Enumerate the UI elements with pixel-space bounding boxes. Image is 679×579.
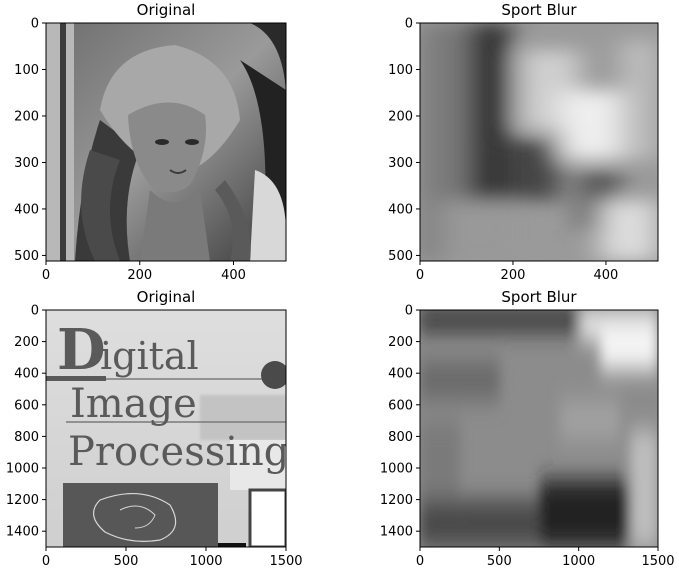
y-tick-label: 200 — [388, 335, 413, 350]
y-tick-label: 600 — [388, 398, 413, 413]
y-tick-label: 100 — [388, 63, 413, 78]
y-tick-label: 300 — [388, 156, 413, 171]
y-tick-label: 600 — [14, 398, 39, 413]
y-tick-label: 400 — [388, 202, 413, 217]
x-tick-label: 1000 — [189, 554, 222, 569]
y-tick-label: 400 — [14, 202, 39, 217]
y-tick-label: 300 — [14, 156, 39, 171]
y-tick-label: 800 — [14, 430, 39, 445]
x-tick-label: 0 — [42, 554, 50, 569]
y-tick-label: 400 — [388, 367, 413, 382]
panel-blur-portrait — [419, 22, 659, 262]
image-portrait — [46, 23, 286, 261]
x-tick-label: 500 — [114, 554, 139, 569]
x-tick-label: 1500 — [641, 554, 674, 569]
x-tick-label: 200 — [501, 268, 526, 283]
y-tick-label: 1000 — [380, 462, 413, 477]
x-tick-label: 200 — [127, 268, 152, 283]
y-tick-label: 400 — [14, 367, 39, 382]
axes-1: Sport Blur 0 200 400 0 100 200 300 400 500 — [388, 1, 618, 283]
y-tick-label: 100 — [14, 63, 39, 78]
y-tick-label: 800 — [388, 430, 413, 445]
axes-0: Original 0 200 400 0 100 200 300 400 500 — [14, 1, 246, 283]
cover-text-d: D — [57, 317, 106, 383]
y-tick-label: 0 — [31, 304, 39, 319]
cover-text-igital: igital — [100, 334, 199, 378]
panel-title: Sport Blur — [501, 288, 577, 306]
x-tick-label: 1000 — [562, 554, 595, 569]
panel-title: Sport Blur — [501, 1, 577, 19]
y-tick-label: 1400 — [6, 525, 39, 540]
y-tick-label: 200 — [388, 109, 413, 124]
x-tick-label: 0 — [42, 268, 50, 283]
image-book-cover: D igital Image Processing — [46, 310, 289, 547]
y-tick-label: 0 — [31, 17, 39, 32]
image-blur-portrait — [420, 23, 658, 261]
y-tick-label: 500 — [14, 249, 39, 264]
y-tick-label: 1400 — [380, 525, 413, 540]
image-blur-book — [420, 310, 658, 547]
y-tick-label: 200 — [14, 335, 39, 350]
panel-original-book: D igital Image Processing — [45, 309, 289, 548]
axes-2: Original 0 500 1000 1500 0 200 400 600 800 1000 120… — [6, 288, 303, 569]
panel-title: Original — [137, 1, 196, 19]
y-tick-label: 500 — [388, 249, 413, 264]
cover-text-image: Image — [70, 381, 197, 427]
y-tick-label: 1200 — [6, 493, 39, 508]
panel-title: Original — [137, 288, 196, 306]
y-tick-label: 0 — [405, 17, 413, 32]
panel-original-portrait — [45, 22, 287, 262]
x-tick-label: 400 — [221, 268, 246, 283]
cover-text-processing: Processing — [68, 429, 289, 475]
x-tick-label: 400 — [594, 268, 619, 283]
x-tick-label: 1500 — [269, 554, 302, 569]
y-tick-label: 1200 — [380, 493, 413, 508]
y-tick-label: 1000 — [6, 462, 39, 477]
x-tick-label: 0 — [416, 554, 424, 569]
axes-3: Sport Blur 0 500 1000 1500 0 200 400 600 800 1000 1… — [380, 288, 675, 569]
x-tick-label: 500 — [487, 554, 512, 569]
panel-blur-book — [419, 309, 659, 548]
y-tick-label: 0 — [405, 304, 413, 319]
x-tick-label: 0 — [416, 268, 424, 283]
y-tick-label: 200 — [14, 109, 39, 124]
